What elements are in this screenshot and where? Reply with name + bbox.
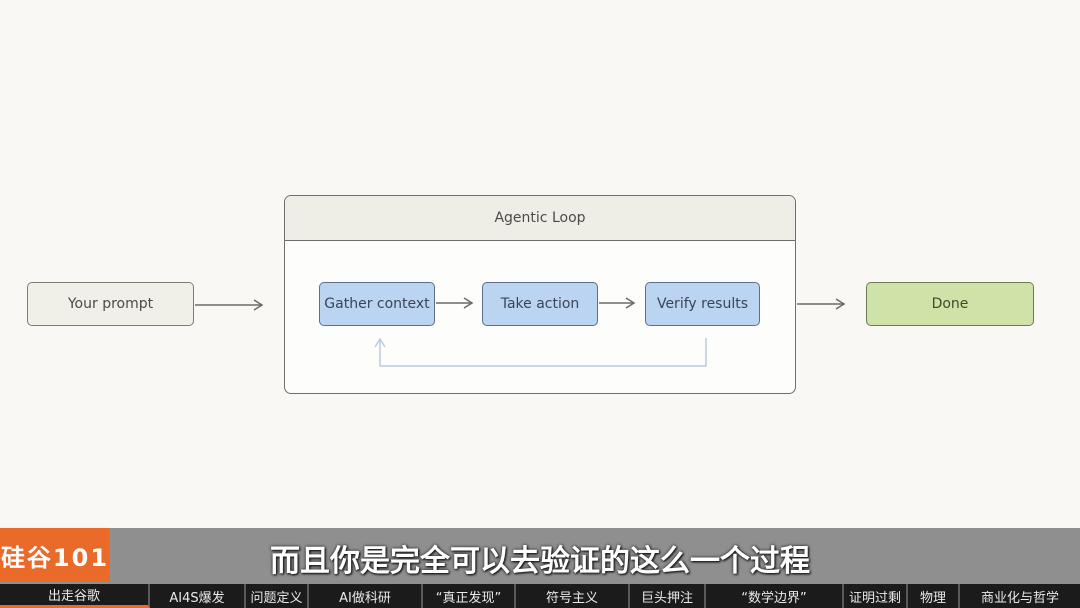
verify-results-node: Verify results (645, 282, 760, 326)
chapter-item[interactable]: 巨头押注 (630, 584, 706, 608)
gather-context-label: Gather context (324, 296, 430, 312)
your-prompt-node: Your prompt (27, 282, 194, 326)
chapter-item[interactable]: 符号主义 (516, 584, 630, 608)
take-action-node: Take action (482, 282, 598, 326)
chapter-item[interactable]: 证明过剩 (844, 584, 908, 608)
gather-context-node: Gather context (319, 282, 435, 326)
chapter-item[interactable]: 问题定义 (246, 584, 309, 608)
chapter-item[interactable]: “真正发现” (423, 584, 516, 608)
chapter-item[interactable]: AI做科研 (309, 584, 423, 608)
take-action-label: Take action (500, 296, 580, 312)
chapter-item[interactable]: 出走谷歌 (0, 584, 150, 608)
done-label: Done (931, 296, 969, 312)
subtitle-caption: 而且你是完全可以去验证的这么一个过程 (270, 544, 810, 579)
connector-arrows (195, 297, 846, 367)
feedback-arrow-verify-to-gather (374, 337, 707, 367)
done-node: Done (866, 282, 1034, 326)
diagram-canvas: Your prompt Agentic Loop Gather context … (27, 195, 1034, 394)
chapter-item[interactable]: “数学边界” (706, 584, 844, 608)
channel-logo-text: 硅谷101 (0, 543, 110, 572)
agentic-loop-title: Agentic Loop (494, 210, 586, 226)
agentic-loop-header: Agentic Loop (285, 196, 795, 241)
channel-logo: 硅谷101 (0, 528, 110, 582)
chapter-bar: 出走谷歌 AI4S爆发 问题定义 AI做科研 “真正发现” 符号主义 巨头押注 … (0, 584, 1080, 608)
chapter-item[interactable]: 物理 (908, 584, 960, 608)
chapter-item[interactable]: AI4S爆发 (150, 584, 246, 608)
your-prompt-label: Your prompt (67, 296, 154, 312)
chapter-item[interactable]: 商业化与哲学 (980, 590, 1059, 606)
verify-results-label: Verify results (656, 296, 749, 312)
